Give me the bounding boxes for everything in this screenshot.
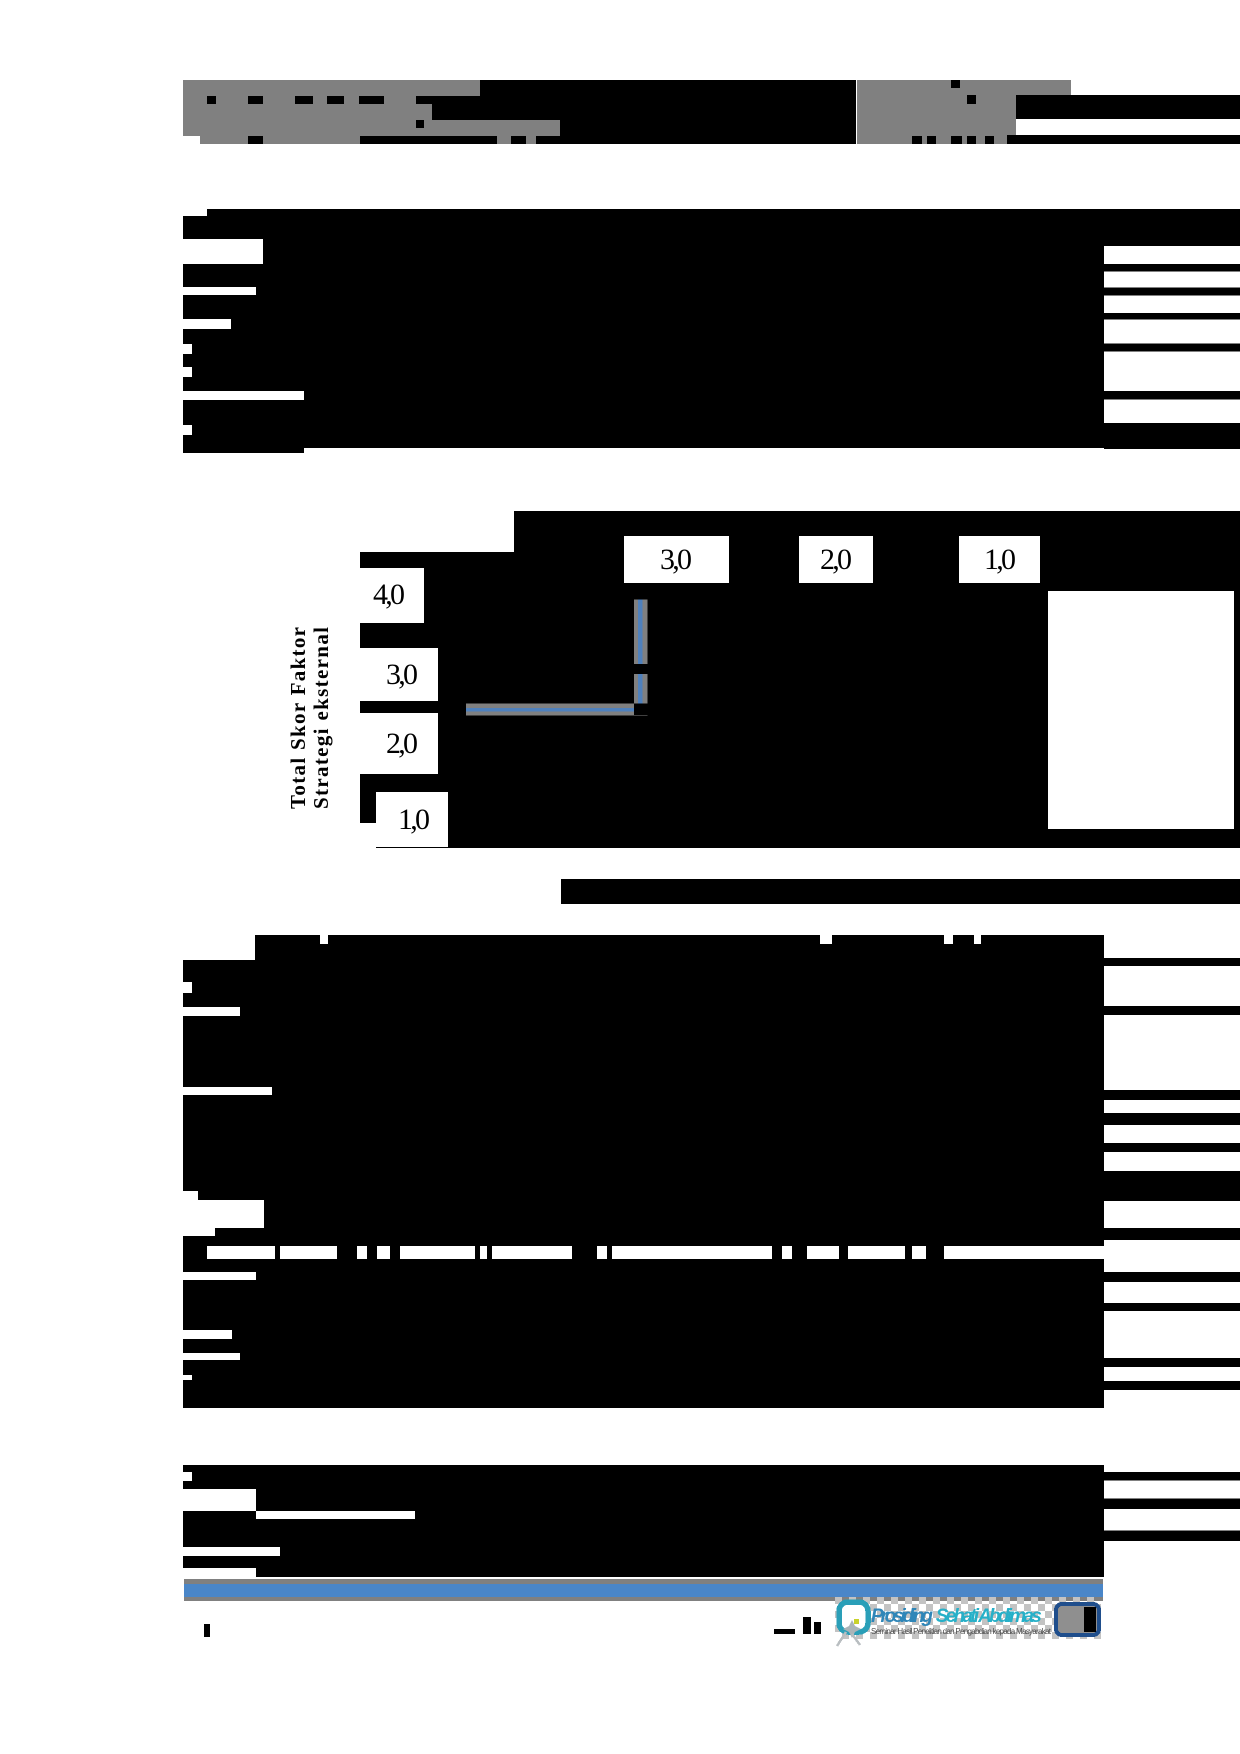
svg-text:3,0: 3,0 (386, 658, 418, 691)
svg-text:Strategi eksternal: Strategi eksternal (309, 627, 333, 809)
svg-text:1,0: 1,0 (398, 803, 430, 836)
svg-text:2,0: 2,0 (820, 543, 852, 576)
svg-text:Total Skor Faktor: Total Skor Faktor (286, 627, 310, 809)
svg-text:Seminar Hasil Penelitian dan P: Seminar Hasil Penelitian dan Pengabdian … (871, 1627, 1052, 1636)
svg-text:3,0: 3,0 (660, 543, 692, 576)
svg-text:2,0: 2,0 (386, 727, 418, 760)
svg-text:4,0: 4,0 (373, 578, 405, 611)
svg-text:1,0: 1,0 (984, 543, 1016, 576)
